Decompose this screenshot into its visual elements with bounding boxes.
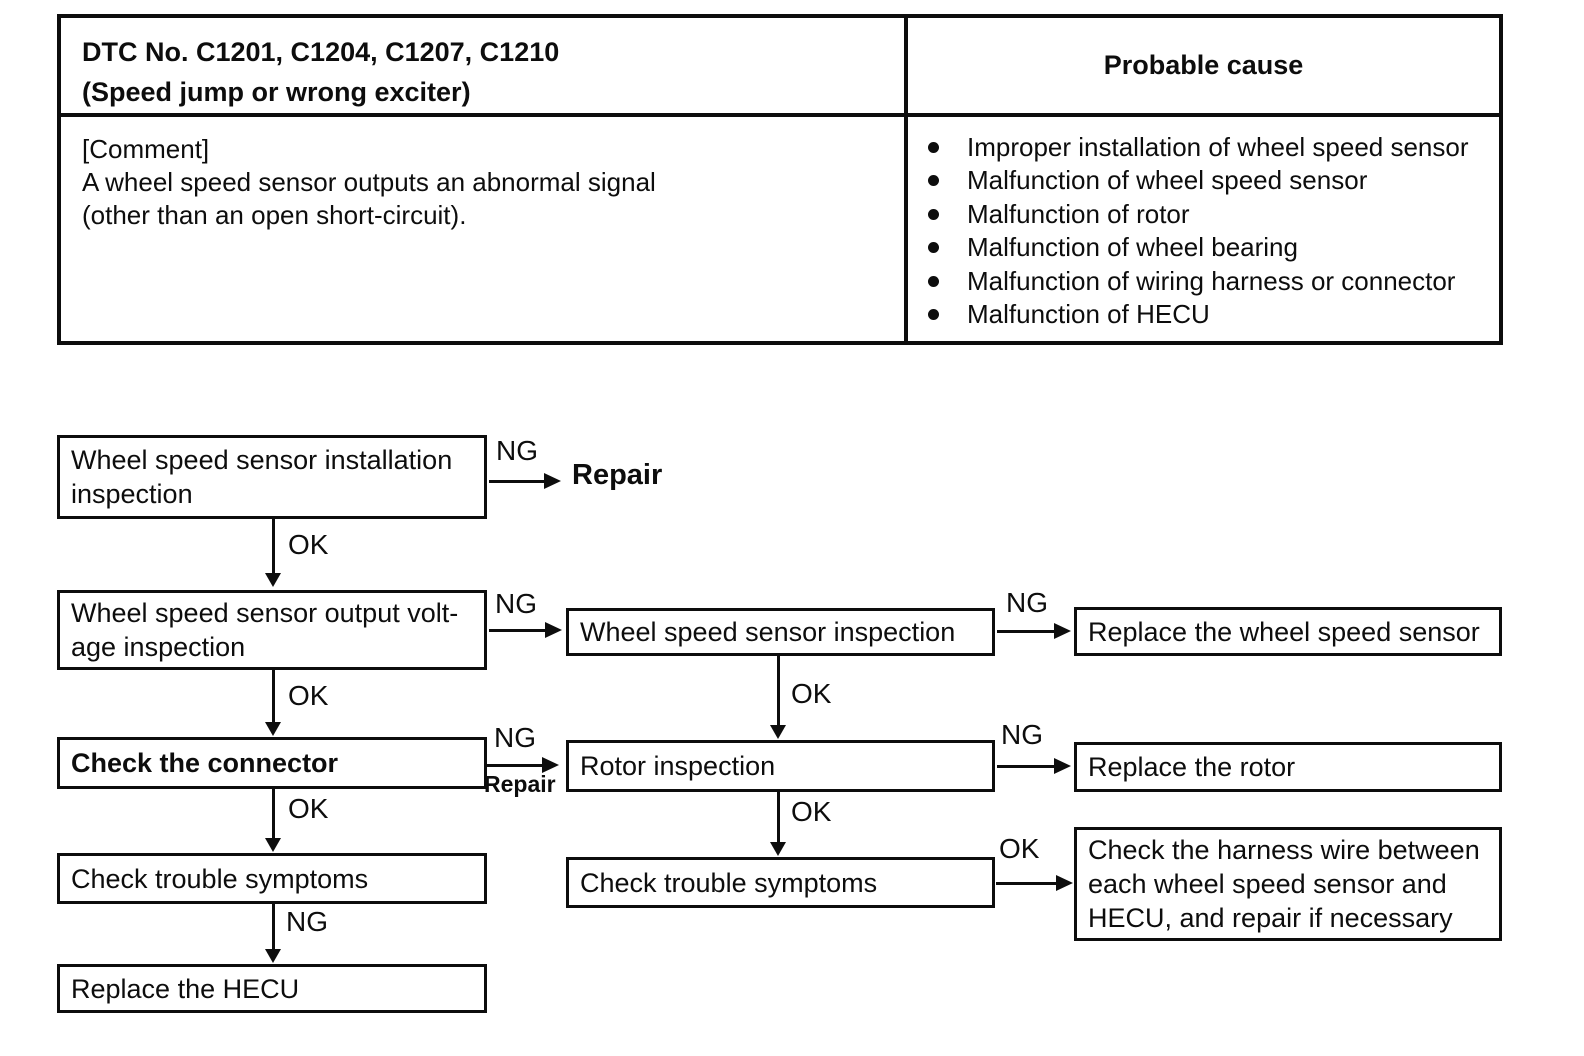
- arrow-down-connector-ok: [265, 789, 281, 852]
- flow-box-installation-inspection: Wheel speed sensor installation inspecti…: [57, 435, 487, 519]
- dtc-title-line2: (Speed jump or wrong exciter): [82, 77, 471, 107]
- label-ok-rotor: OK: [791, 796, 832, 827]
- label-ng-voltage: NG: [495, 588, 537, 619]
- arrow-down-rotor-ok: [770, 792, 786, 856]
- arrow-right-voltage-ng: [489, 622, 562, 638]
- label-ng-sensor: NG: [1006, 587, 1048, 618]
- flow-box-replace-rotor: Replace the rotor: [1074, 742, 1502, 792]
- arrow-right-installation-ng: [489, 473, 561, 489]
- dtc-title-cell: DTC No. C1201, C1204, C1207, C1210 (Spee…: [61, 18, 908, 117]
- flow-box-replace-sensor: Replace the wheel speed sensor: [1074, 607, 1502, 656]
- bullet-icon: [928, 309, 939, 321]
- flow-box-check-symptoms-mid: Check trouble symptoms: [566, 857, 995, 908]
- bullet-icon: [928, 242, 939, 254]
- dtc-title-line1: DTC No. C1201, C1204, C1207, C1210: [82, 37, 560, 67]
- cause-text: Malfunction of wiring harness or connect…: [967, 265, 1456, 296]
- label-ok-sensor: OK: [791, 678, 832, 709]
- arrow-down-sensor-ok: [770, 656, 786, 739]
- label-repair-result: Repair: [572, 459, 663, 491]
- bullet-icon: [928, 142, 939, 153]
- arrow-down-voltage-ok: [265, 670, 281, 736]
- flow-box-check-connector: Check the connector: [57, 737, 487, 789]
- label-ok-installation: OK: [288, 529, 329, 560]
- arrow-right-sensor-ng: [997, 623, 1071, 639]
- flow-box-check-harness: Check the harness wire between each whee…: [1074, 827, 1502, 941]
- label-ok-connector: OK: [288, 793, 329, 824]
- label-ng-connector: NG: [494, 722, 536, 753]
- arrow-down-installation-ok: [265, 519, 281, 587]
- flow-box-replace-hecu: Replace the HECU: [57, 964, 487, 1013]
- label-ng-rotor: NG: [1001, 719, 1043, 750]
- probable-cause-list: Improper installation of wheel speed sen…: [928, 131, 1493, 331]
- flow-box-sensor-inspection: Wheel speed sensor inspection: [566, 608, 995, 656]
- arrow-right-symptoms-ok: [996, 875, 1073, 891]
- list-item: Improper installation of wheel speed sen…: [928, 131, 1493, 164]
- label-ng-symptoms: NG: [286, 906, 328, 937]
- label-ok-voltage: OK: [288, 680, 329, 711]
- cause-text: Malfunction of wheel speed sensor: [967, 165, 1368, 196]
- label-ok-symptoms: OK: [999, 833, 1040, 864]
- dtc-summary-table: DTC No. C1201, C1204, C1207, C1210 (Spee…: [57, 14, 1503, 345]
- list-item: Malfunction of HECU: [928, 298, 1493, 331]
- list-item: Malfunction of rotor: [928, 198, 1493, 231]
- arrow-right-rotor-ng: [997, 758, 1071, 774]
- probable-cause-cell: Improper installation of wheel speed sen…: [908, 117, 1499, 341]
- list-item: Malfunction of wheel bearing: [928, 231, 1493, 264]
- flow-box-check-symptoms-left: Check trouble symptoms: [57, 853, 487, 904]
- dtc-comment: [Comment] A wheel speed sensor outputs a…: [61, 117, 908, 341]
- label-ng-installation: NG: [496, 435, 538, 466]
- cause-text: Malfunction of wheel bearing: [967, 232, 1298, 263]
- bullet-icon: [928, 208, 939, 220]
- label-repair-connector: Repair: [484, 771, 556, 797]
- arrow-right-connector-ng: [486, 757, 559, 773]
- flow-box-rotor-inspection: Rotor inspection: [566, 740, 995, 792]
- bullet-icon: [928, 275, 939, 287]
- bullet-icon: [928, 175, 939, 187]
- list-item: Malfunction of wiring harness or connect…: [928, 265, 1493, 298]
- arrow-down-symptoms-ng: [265, 904, 281, 963]
- list-item: Malfunction of wheel speed sensor: [928, 164, 1493, 197]
- flow-box-output-voltage-inspection: Wheel speed sensor output volt- age insp…: [57, 590, 487, 670]
- cause-text: Malfunction of HECU: [967, 299, 1210, 330]
- cause-text: Improper installation of wheel speed sen…: [967, 132, 1469, 162]
- cause-text: Malfunction of rotor: [967, 198, 1190, 229]
- probable-cause-header: Probable cause: [908, 18, 1499, 117]
